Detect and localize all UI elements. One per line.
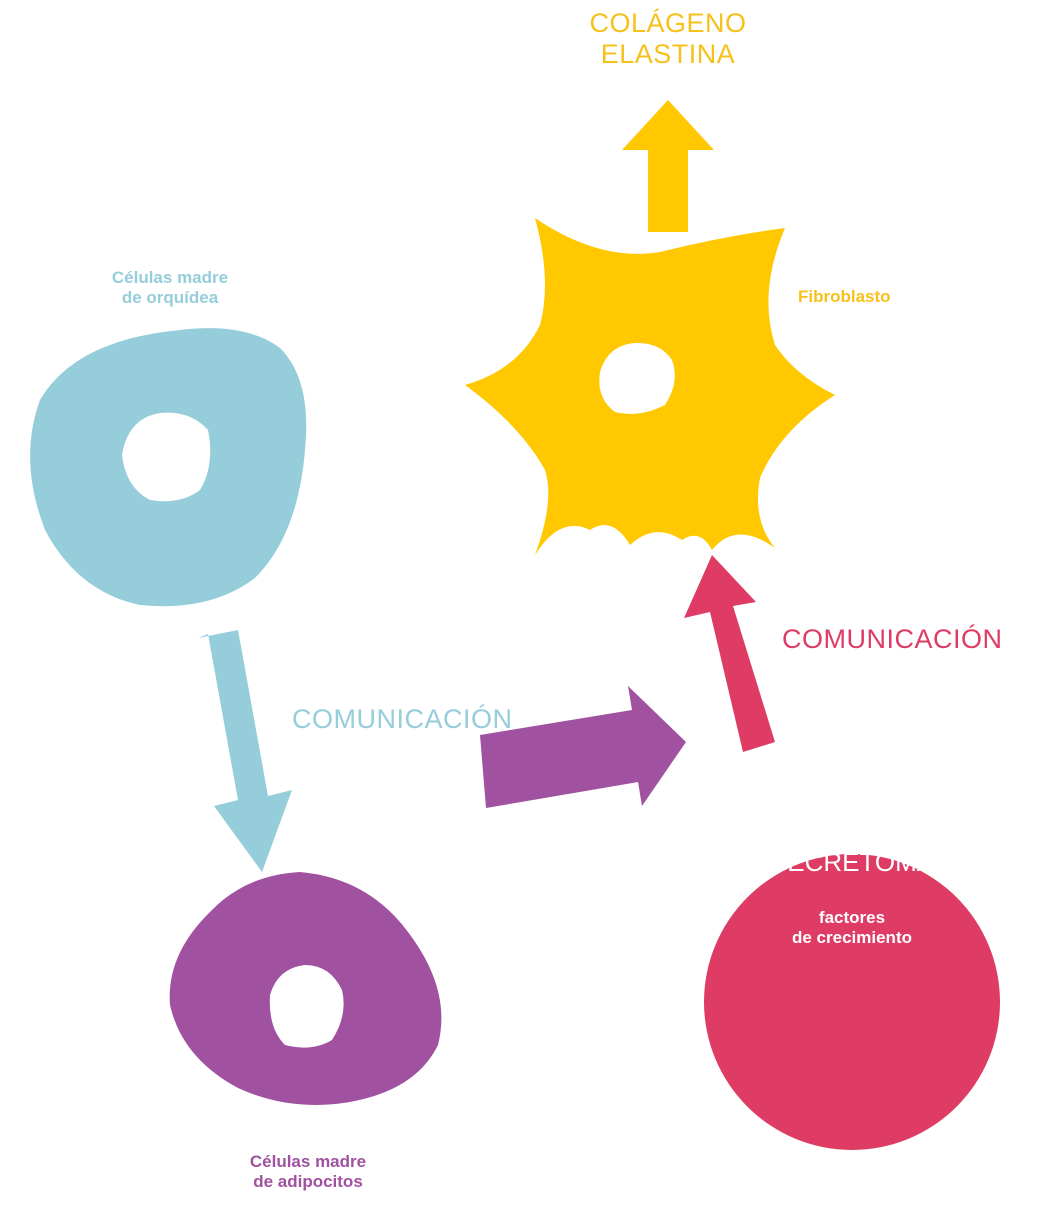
orchid-stem-cell (30, 328, 307, 607)
arrow-secretome-to-fibroblast (684, 555, 775, 752)
fibroblast-label: Fibroblasto (798, 287, 891, 306)
arrow-orchid-to-adipocyte (198, 630, 292, 872)
secretome-circle (704, 854, 1000, 1150)
product-collagen: COLÁGENO (589, 8, 747, 38)
fibroblast-cell (465, 218, 835, 555)
orchid-cells-label: Células madre de orquídea (111, 268, 229, 307)
arrow-adipocyte-to-secretome (480, 686, 686, 808)
secretome-title: SECRETOMA (769, 847, 935, 877)
communication-right-label: COMUNICACIÓN (782, 624, 1003, 654)
arrow-up-to-collagen (622, 100, 714, 232)
adipocyte-cells-label: Células madre de adipocitos (249, 1152, 367, 1191)
products-label: COLÁGENO ELASTINA (548, 8, 788, 70)
communication-left-label: COMUNICACIÓN (292, 704, 513, 734)
adipocyte-stem-cell (169, 872, 442, 1105)
product-elastin: ELASTINA (600, 39, 736, 70)
secretome-subtitle: factores de crecimiento (792, 908, 912, 947)
